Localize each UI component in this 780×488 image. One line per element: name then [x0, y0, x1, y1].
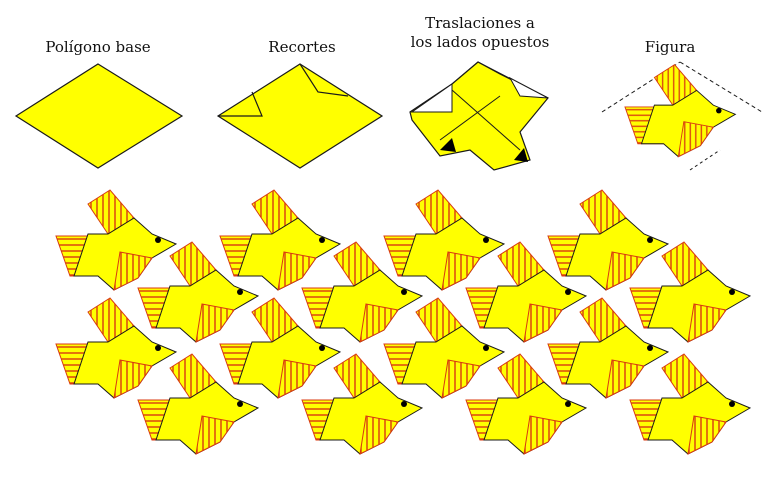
bird-icon: [219, 189, 341, 291]
translated-shape: [409, 61, 549, 171]
cuts-rhombus: [216, 63, 384, 169]
bird-tessellation: [55, 189, 751, 455]
bird-icon: [383, 189, 505, 291]
label-translations-line2: los lados opuestos: [410, 33, 550, 51]
bird-icon: [629, 241, 751, 343]
final-bird-figure: [601, 61, 763, 171]
bird-icon: [629, 353, 751, 455]
label-base-polygon: Polígono base: [45, 38, 151, 56]
base-rhombus: [14, 63, 184, 169]
arrow-head-right: [514, 148, 528, 162]
label-cuts: Recortes: [268, 38, 336, 56]
bird-icon: [55, 189, 177, 291]
label-figure: Figura: [644, 38, 696, 56]
arrow-head-left: [440, 138, 456, 152]
label-translations-line1: Traslaciones a: [425, 14, 535, 32]
bird-icon: [547, 189, 669, 291]
